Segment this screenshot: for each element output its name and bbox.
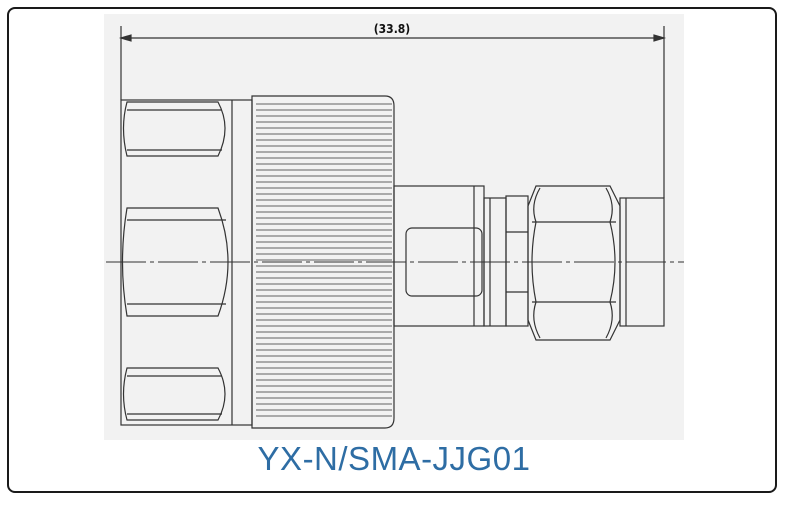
model-number: YX-N/SMA-JJG01 [257, 440, 531, 477]
knurled-coupling-nut [251, 95, 395, 429]
n-connector-hex-body [120, 99, 253, 426]
adapter-body [393, 185, 529, 327]
dimension-label: (33.8) [374, 22, 411, 36]
dimension-line [118, 26, 667, 198]
sma-hex-nut [527, 185, 621, 341]
